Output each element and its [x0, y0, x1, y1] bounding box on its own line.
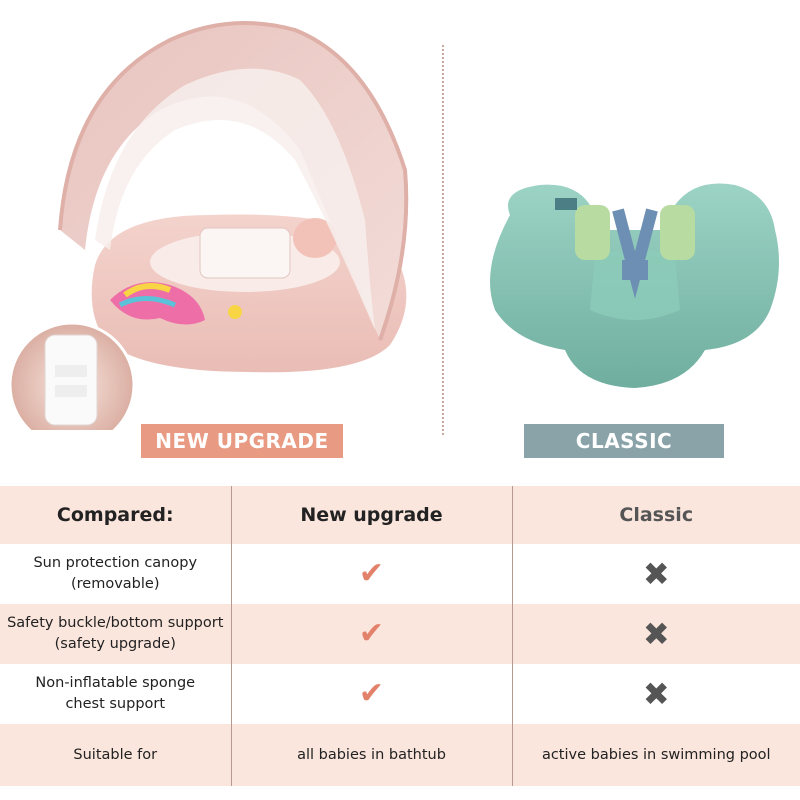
check-icon: ✔ — [358, 676, 385, 711]
feature-cell: Sun protection canopy (removable) — [0, 544, 232, 604]
feature-line: Non-inflatable sponge — [35, 675, 196, 691]
feature-cell: Suitable for — [0, 724, 232, 786]
feature-line: Safety buckle/bottom support — [7, 615, 224, 631]
new-upgrade-cell: ✔ — [231, 604, 513, 664]
classic-cell: ✖ — [512, 604, 800, 664]
feature-line: Sun protection canopy — [33, 555, 198, 571]
new-upgrade-suitable: all babies in bathtub — [231, 724, 513, 786]
vertical-divider — [442, 45, 444, 435]
cross-icon: ✖ — [642, 615, 670, 653]
new-upgrade-label: NEW UPGRADE — [141, 424, 343, 458]
new-upgrade-float-image — [8, 20, 409, 430]
classic-cell: ✖ — [512, 544, 800, 604]
table-header-row: Compared: New upgrade Classic — [0, 486, 800, 544]
classic-label: CLASSIC — [524, 424, 724, 458]
new-upgrade-cell: ✔ — [231, 664, 513, 724]
feature-line: (safety upgrade) — [54, 636, 176, 652]
cross-icon: ✖ — [642, 555, 670, 593]
feature-cell: Non-inflatable sponge chest support — [0, 664, 232, 724]
check-icon: ✔ — [358, 616, 385, 651]
check-icon: ✔ — [358, 556, 385, 591]
table-row: Non-inflatable sponge chest support ✔ ✖ — [0, 664, 800, 724]
table-row-suitable-for: Suitable for all babies in bathtub activ… — [0, 724, 800, 786]
comparison-table: Compared: New upgrade Classic Sun protec… — [0, 486, 800, 786]
feature-line: chest support — [65, 696, 166, 712]
feature-cell: Safety buckle/bottom support (safety upg… — [0, 604, 232, 664]
classic-float-image — [490, 183, 779, 388]
table-row: Safety buckle/bottom support (safety upg… — [0, 604, 800, 664]
classic-suitable: active babies in swimming pool — [512, 724, 800, 786]
product-comparison-images: NEW UPGRADE CLASSIC — [8, 20, 779, 458]
classic-cell: ✖ — [512, 664, 800, 724]
header-new-upgrade: New upgrade — [231, 486, 513, 544]
header-compared: Compared: — [0, 486, 232, 544]
cross-icon: ✖ — [642, 675, 670, 713]
header-classic: Classic — [512, 486, 800, 544]
new-upgrade-cell: ✔ — [231, 544, 513, 604]
feature-line: (removable) — [71, 576, 160, 592]
table-row: Sun protection canopy (removable) ✔ ✖ — [0, 544, 800, 604]
